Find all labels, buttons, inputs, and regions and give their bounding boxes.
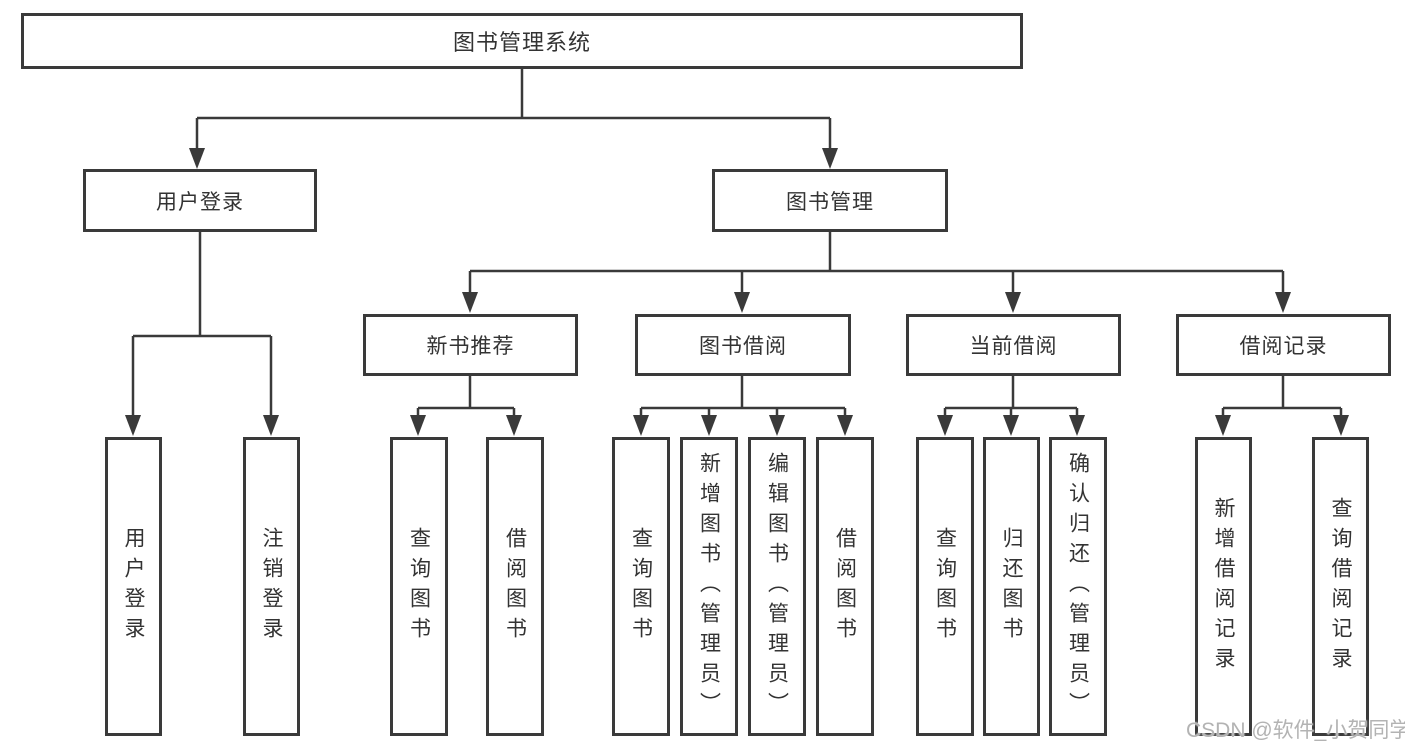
- leaf-add-borrow-record: 新增借阅记录: [1195, 437, 1252, 736]
- leaf-query-books-1: 查询图书: [390, 437, 448, 736]
- arrowhead-icon: [1003, 415, 1019, 436]
- leaf-query-books-3-label: 查询图书: [933, 526, 957, 647]
- leaf-edit-book-admin: 编辑图书（管理员）: [748, 437, 806, 736]
- leaf-edit-book-admin-label: 编辑图书（管理员）: [765, 451, 789, 722]
- arrowhead-icon: [633, 415, 649, 436]
- arrowhead-icon: [701, 415, 717, 436]
- node-current-borrowing-label: 当前借阅: [969, 335, 1058, 358]
- arrowhead-icon: [189, 148, 205, 169]
- leaf-query-books-3: 查询图书: [916, 437, 974, 736]
- node-root: 图书管理系统: [21, 13, 1023, 69]
- leaf-borrow-books-2: 借阅图书: [816, 437, 874, 736]
- arrowhead-icon: [410, 415, 426, 436]
- node-user-login: 用户登录: [83, 169, 317, 232]
- arrowhead-icon: [1005, 292, 1021, 313]
- leaf-query-books-1-label: 查询图书: [407, 526, 431, 647]
- leaf-user-login-label: 用户登录: [122, 526, 145, 647]
- leaf-query-books-2: 查询图书: [612, 437, 670, 736]
- arrowhead-icon: [822, 148, 838, 169]
- node-book-borrowing-label: 图书借阅: [699, 335, 787, 358]
- arrowhead-icon: [769, 415, 785, 436]
- leaf-logout-label: 注销登录: [260, 526, 283, 647]
- leaf-confirm-return-admin-label: 确认归还（管理员）: [1066, 451, 1090, 722]
- leaf-query-books-2-label: 查询图书: [629, 526, 653, 647]
- node-user-login-label: 用户登录: [156, 190, 244, 214]
- leaf-borrow-books-2-label: 借阅图书: [833, 526, 857, 647]
- leaf-query-borrow-record-label: 查询借阅记录: [1329, 496, 1352, 677]
- arrowhead-icon: [263, 415, 279, 436]
- node-borrowing-records-label: 借阅记录: [1239, 335, 1328, 358]
- leaf-logout: 注销登录: [243, 437, 300, 736]
- node-book-management-label: 图书管理: [786, 190, 874, 214]
- node-current-borrowing: 当前借阅: [906, 314, 1121, 376]
- leaf-query-borrow-record: 查询借阅记录: [1312, 437, 1369, 736]
- leaf-add-borrow-record-label: 新增借阅记录: [1212, 496, 1235, 677]
- leaf-return-books-label: 归还图书: [1000, 526, 1023, 647]
- arrowhead-icon: [1333, 415, 1349, 436]
- node-book-management: 图书管理: [712, 169, 948, 232]
- node-new-book-recommend-label: 新书推荐: [426, 335, 515, 358]
- arrowhead-icon: [462, 292, 478, 313]
- arrowhead-icon: [1215, 415, 1231, 436]
- node-root-label: 图书管理系统: [452, 30, 591, 55]
- leaf-return-books: 归还图书: [983, 437, 1040, 736]
- leaf-borrow-books-1: 借阅图书: [486, 437, 544, 736]
- arrowhead-icon: [837, 415, 853, 436]
- node-borrowing-records: 借阅记录: [1176, 314, 1391, 376]
- arrowhead-icon: [506, 415, 522, 436]
- watermark: CSDN @软件_小贺同学: [1186, 719, 1405, 742]
- arrowhead-icon: [1275, 292, 1291, 313]
- arrowhead-icon: [734, 292, 750, 313]
- leaf-add-book-admin-label: 新增图书（管理员）: [697, 451, 721, 722]
- leaf-add-book-admin: 新增图书（管理员）: [680, 437, 738, 736]
- node-book-borrowing: 图书借阅: [635, 314, 851, 376]
- leaf-confirm-return-admin: 确认归还（管理员）: [1049, 437, 1107, 736]
- arrowhead-icon: [937, 415, 953, 436]
- arrowhead-icon: [125, 415, 141, 436]
- arrowhead-icon: [1069, 415, 1085, 436]
- leaf-borrow-books-1-label: 借阅图书: [503, 526, 527, 647]
- node-new-book-recommend: 新书推荐: [363, 314, 578, 376]
- leaf-user-login: 用户登录: [105, 437, 162, 736]
